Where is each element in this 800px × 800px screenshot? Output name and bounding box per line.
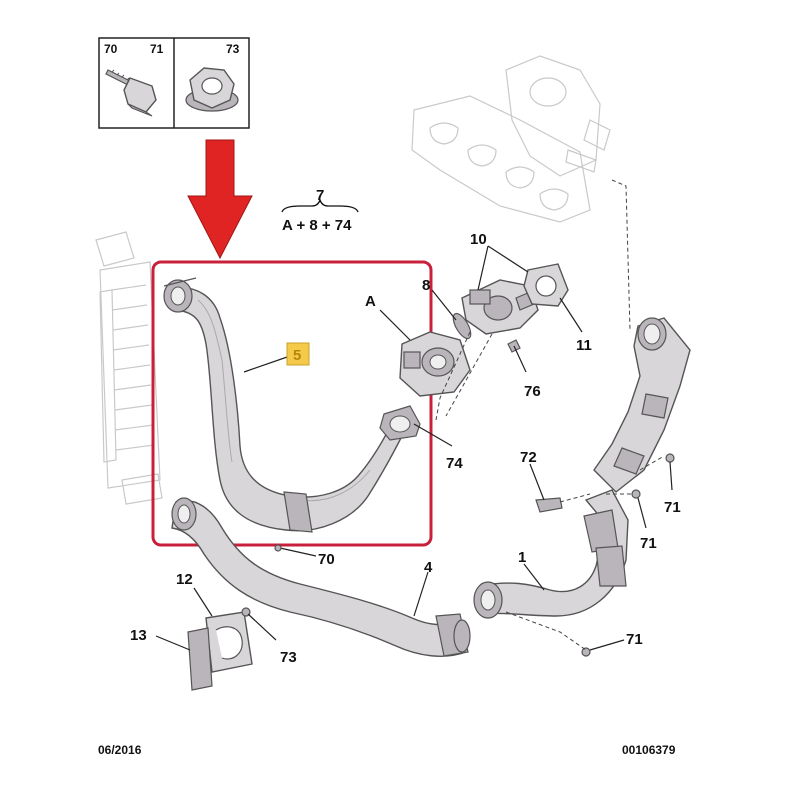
kit-number: 7 [316, 187, 324, 204]
label-76: 76 [524, 383, 541, 400]
red-down-arrow [187, 139, 253, 260]
bolt-71-c [505, 611, 625, 657]
plate-11 [523, 263, 569, 307]
label-71-c: 71 [626, 631, 643, 648]
pipe-right-upper [593, 317, 691, 493]
label-13: 13 [130, 627, 147, 644]
callout-label-71: 71 [150, 42, 164, 56]
kit-formula: 7 A + 8 + 74 [281, 187, 359, 234]
footer-date: 06/2016 [98, 743, 142, 757]
bracket-12 [205, 611, 253, 673]
hose-4 [171, 497, 471, 657]
part-5-badge: 5 [286, 342, 310, 366]
valve-assembly-10 [461, 279, 539, 335]
nut-73 [241, 607, 277, 641]
gasket-8 [452, 312, 472, 340]
label-10: 10 [470, 231, 487, 248]
callout-label-70: 70 [104, 42, 118, 56]
callout-label-73: 73 [226, 42, 240, 56]
bolt-icon [105, 69, 157, 117]
label-70-bottom: 70 [318, 551, 335, 568]
kit-formula-text: A + 8 + 74 [282, 217, 352, 234]
guide-line-manifold [611, 179, 631, 331]
label-71-a: 71 [664, 499, 681, 516]
label-73: 73 [280, 649, 297, 666]
label-72: 72 [520, 449, 537, 466]
label-4: 4 [424, 559, 433, 576]
manifold-turbo-outline [411, 55, 611, 223]
bolt-71-b [631, 489, 647, 529]
pipe-1 [473, 489, 629, 619]
bolt-71-a [665, 453, 675, 491]
fastener-callout-box: 70 71 73 [98, 37, 250, 129]
label-71-b: 71 [640, 535, 657, 552]
label-12: 12 [176, 571, 193, 588]
hose-5 [163, 277, 421, 533]
highlight-box [151, 260, 433, 547]
footer-reference: 00106379 [622, 743, 676, 757]
label-8: 8 [422, 277, 430, 294]
label-11: 11 [576, 337, 592, 354]
label-1: 1 [518, 549, 526, 566]
throttle-housing-A [399, 331, 471, 397]
screw-76 [507, 339, 527, 373]
part-5-label: 5 [293, 347, 301, 364]
sensor-72 [535, 493, 591, 513]
plate-13 [187, 627, 213, 691]
label-74: 74 [446, 455, 463, 472]
intercooler-outline [95, 231, 163, 505]
label-A: A [365, 293, 376, 310]
flange-nut-icon [185, 67, 239, 112]
leader-5 [243, 355, 291, 373]
